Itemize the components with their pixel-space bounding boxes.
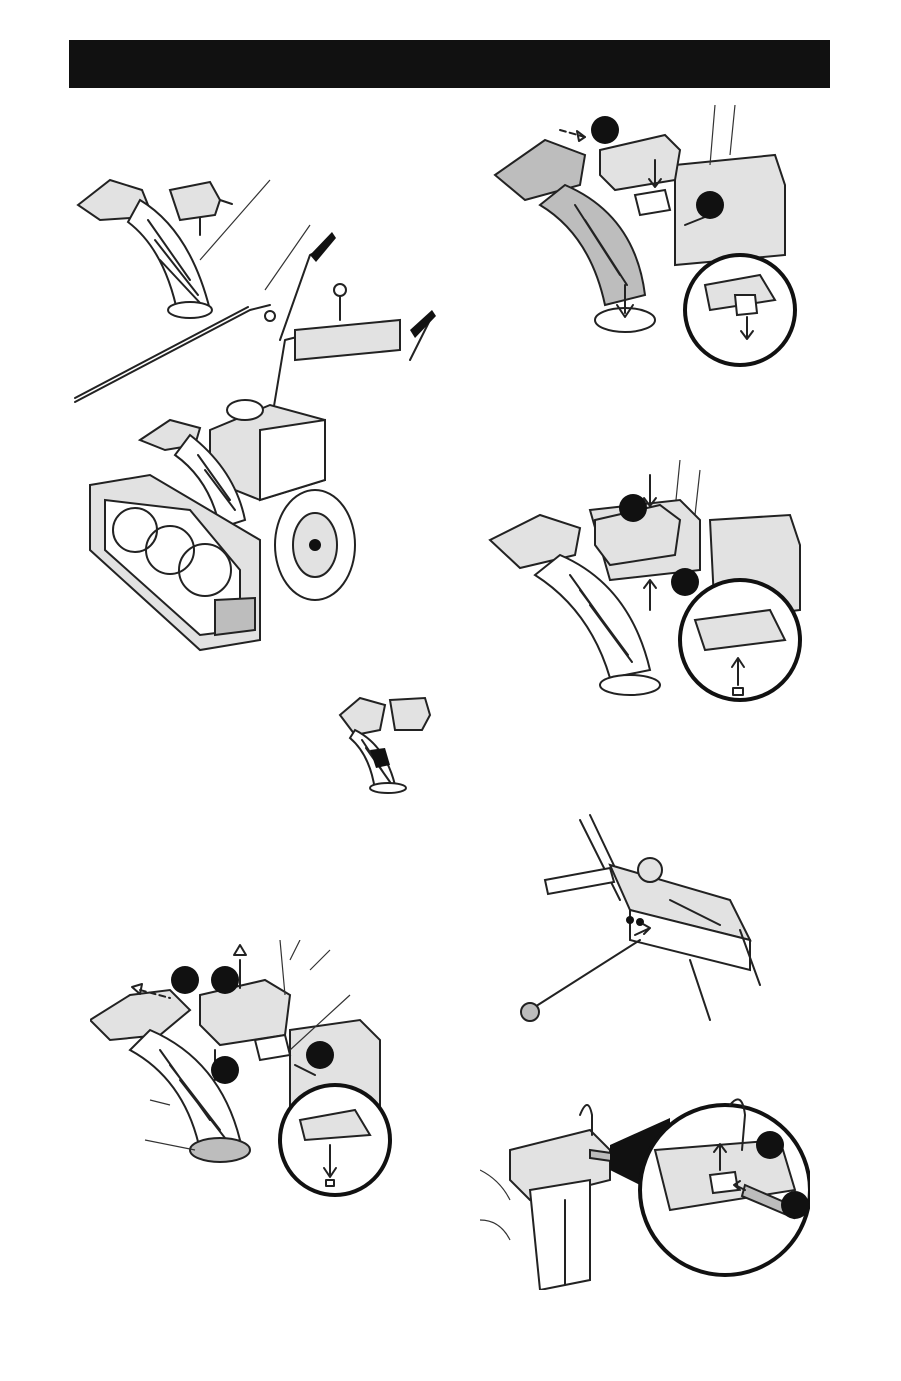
chute-small-illustration — [330, 690, 440, 795]
crank-rod-insert-illustration — [510, 810, 770, 1030]
chute-bolt-illustration — [480, 460, 810, 720]
chute-removal-illustration — [90, 940, 400, 1220]
figure-crank-rod-insert — [510, 810, 770, 1030]
figure-chute-install — [485, 105, 805, 375]
figure-crank-rod-pin — [480, 1090, 810, 1290]
figure-snowthrower-overview — [70, 170, 440, 670]
figure-chute-small-view — [330, 690, 440, 795]
crank-rod-pin-illustration — [480, 1090, 810, 1290]
chute-install-illustration — [485, 105, 805, 375]
figure-chute-assembly-removal — [90, 940, 400, 1220]
figure-chute-bolt-secure — [480, 460, 810, 720]
snowthrower-overview-illustration — [70, 170, 440, 670]
page-header-bar — [69, 40, 830, 88]
